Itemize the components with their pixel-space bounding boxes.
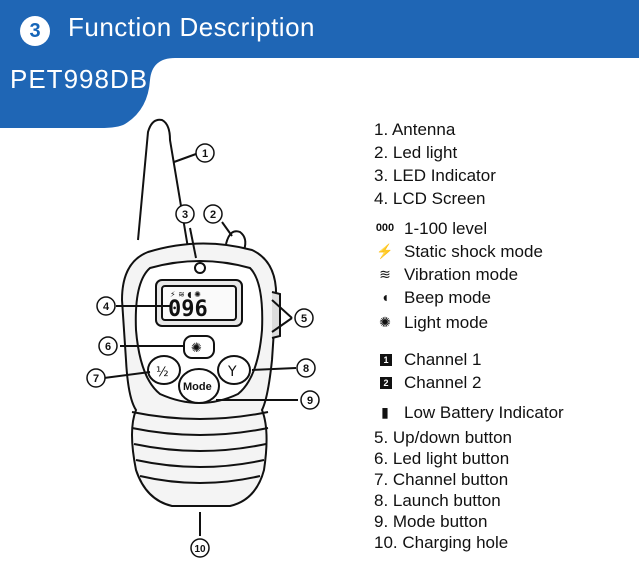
vibration-icon: ≋: [379, 266, 391, 282]
callout-4: 4: [103, 301, 110, 313]
lcd-digits: 096: [168, 297, 208, 322]
header-shape: [0, 0, 639, 128]
legend-label: Beep mode: [404, 288, 491, 307]
launch-button: [217, 355, 251, 385]
callout-8: 8: [303, 363, 309, 375]
section-title: Function Description: [68, 12, 315, 42]
part-item: 4. LCD Screen: [374, 189, 486, 208]
digits-icon: 000: [375, 222, 395, 234]
battery-icon: ▮: [381, 404, 389, 420]
model-name: PET998DB: [10, 64, 149, 94]
header-banner: 3 Function Description PET998DB: [0, 0, 639, 128]
callout-10: 10: [194, 544, 206, 555]
channel-button-label: ½: [156, 365, 169, 380]
lightning-icon: ⚡: [376, 243, 394, 259]
callout-5: 5: [301, 313, 307, 325]
callout-1: 1: [202, 148, 208, 160]
callout-6: 6: [105, 341, 111, 353]
part-item: 2. Led light: [374, 143, 458, 162]
callout-7: 7: [93, 373, 99, 385]
svg-text:✺: ✺: [191, 341, 202, 356]
legend-channel-1: 1 Channel 1: [374, 348, 482, 371]
legend-shock: ⚡ Static shock mode: [374, 240, 543, 263]
part-item: 3. LED Indicator: [374, 166, 496, 185]
mode-button-label: Mode: [183, 381, 212, 393]
callout-3: 3: [182, 209, 188, 221]
legend-battery: ▮ Low Battery Indicator: [374, 401, 564, 424]
channel-1-icon: 1: [380, 353, 392, 366]
legend-label: Low Battery Indicator: [404, 403, 564, 422]
legend-light: ✺ Light mode: [374, 311, 488, 334]
transmitter-illustration: ⚡ ≋ ◖ ✺ 096 ½ Y ✺ Mode 1 2 3 4 5 6 7 8 9…: [86, 118, 320, 558]
svg-text:Y: Y: [227, 364, 237, 380]
button-item: 5. Up/down button: [374, 428, 512, 447]
led-indicator: [194, 262, 206, 274]
part-item: 1. Antenna: [374, 120, 456, 139]
callout-9: 9: [307, 395, 313, 407]
channel-2-icon: 2: [380, 376, 392, 389]
legend-label: Channel 1: [404, 350, 482, 369]
lightbulb-icon: ✺: [379, 314, 391, 330]
mode-button: [178, 368, 220, 404]
speaker-icon: ◖: [380, 289, 390, 305]
legend-label: Static shock mode: [404, 242, 543, 261]
led-light: [225, 230, 247, 251]
legend-vibration: ≋ Vibration mode: [374, 263, 518, 286]
button-item: 7. Channel button: [374, 470, 509, 489]
legend-label: Vibration mode: [404, 265, 519, 284]
button-item: 8. Launch button: [374, 491, 501, 510]
legend-label: Channel 2: [404, 373, 482, 392]
legend-label: Light mode: [404, 313, 489, 332]
svg-text:⚡ ≋ ◖ ✺: ⚡ ≋ ◖ ✺: [170, 290, 201, 299]
button-item: 6. Led light button: [374, 449, 510, 468]
legend-channel-2: 2 Channel 2: [374, 371, 482, 394]
section-number-badge: 3: [20, 16, 50, 46]
callout-2: 2: [210, 209, 216, 221]
button-item: 10. Charging hole: [374, 533, 509, 552]
legend-label: 1-100 level: [404, 219, 488, 238]
legend-level: 000 1-100 level: [374, 217, 487, 240]
channel-button: [147, 355, 181, 385]
up-down-button: [271, 291, 281, 339]
legend-beep: ◖ Beep mode: [374, 286, 491, 309]
button-item: 9. Mode button: [374, 512, 488, 531]
antenna: [137, 118, 189, 249]
